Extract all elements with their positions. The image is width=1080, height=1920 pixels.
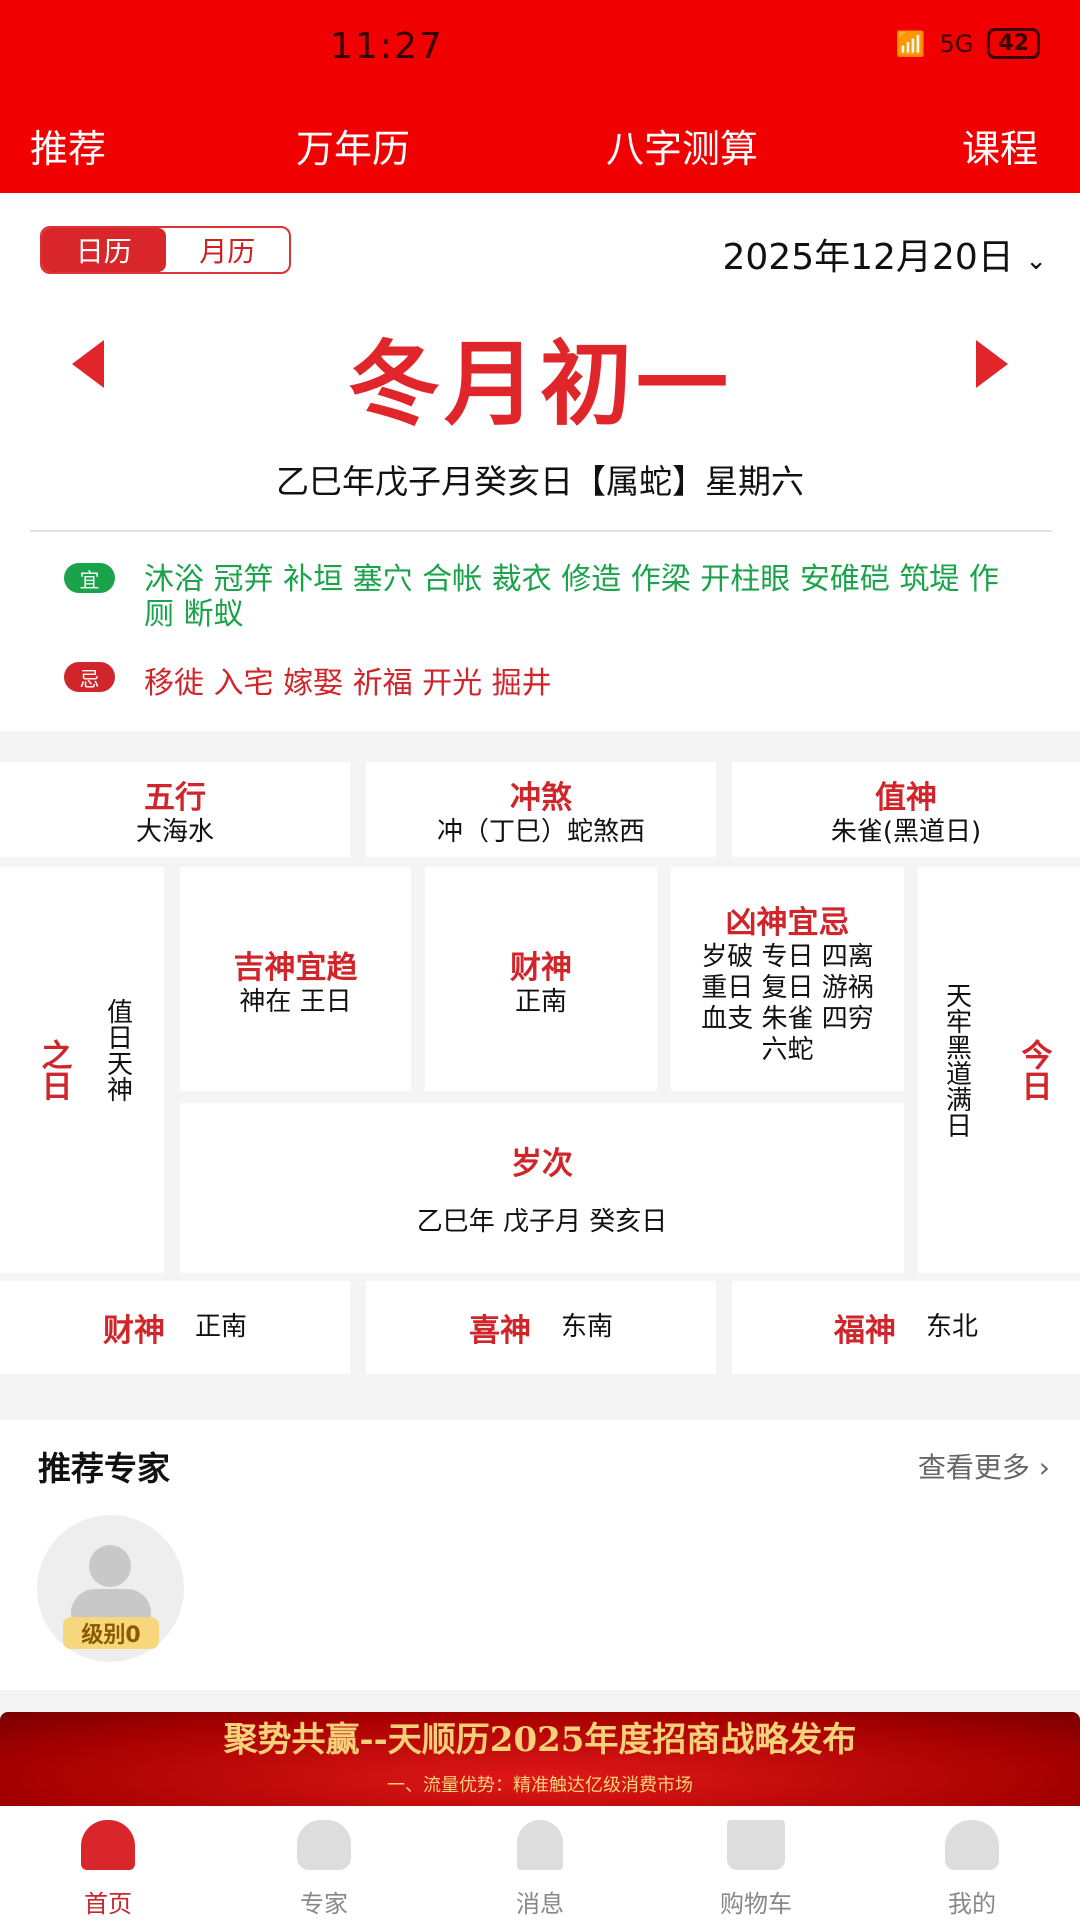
home-icon [81,1820,135,1870]
zhiri-box: 之日值日天神 [0,867,164,1273]
header [0,0,1080,193]
zhiri-title: 之日 [35,1039,72,1101]
wuxing-value: 大海水 [135,816,214,847]
wuxing-box: 五行大海水 [0,762,350,857]
suici-title: 岁次 [511,1146,573,1182]
nav-experts[interactable]: 专家 [216,1806,432,1920]
user-icon [945,1820,999,1870]
cart-icon [727,1820,785,1870]
xiongshen-line: 重日 复日 游祸 [701,973,874,1003]
level-badge: 级别0 [63,1617,159,1649]
see-more-label: 查看更多 [917,1451,1030,1484]
month-calendar-button[interactable]: 月历 [199,235,256,268]
caishen-row-box: 财神正南 [0,1281,350,1374]
battery-icon: 42 [987,28,1040,59]
prev-day-icon[interactable] [72,340,104,388]
xiongshen-line: 岁破 专日 四离 [701,942,874,972]
tab-courses[interactable]: 课程 [962,127,1039,171]
yi-badge: 宜 [64,563,115,593]
nav-label: 首页 [84,1890,132,1918]
caishen-row-title: 财神 [102,1313,165,1349]
promo-banner[interactable]: 聚势共赢--天顺历2025年度招商战略发布 一、流量优势：精准触达亿级消费市场 [0,1712,1080,1822]
signal-icon: 5G [939,29,974,58]
jinri-title: 今日 [1015,1039,1052,1101]
fushen-box: 福神东北 [732,1281,1080,1374]
jishen-value: 神在 王日 [239,987,352,1017]
caishen-row-value: 正南 [194,1312,247,1342]
ji-text: 移徙 入宅 嫁娶 祈福 开光 掘井 [144,666,552,701]
xishen-title: 喜神 [468,1313,531,1349]
nav-label: 消息 [516,1890,564,1918]
chongsha-box: 冲煞冲（丁巳）蛇煞西 [366,762,716,857]
calendar-toggle: 日历 月历 [40,226,291,274]
user-icon [89,1545,131,1587]
nav-cart[interactable]: 购物车 [648,1806,864,1920]
xishen-box: 喜神东南 [366,1281,716,1374]
experts-section: 推荐专家 查看更多 › 级别0 [0,1420,1080,1690]
chongsha-title: 冲煞 [510,779,572,816]
bell-icon [517,1820,563,1870]
xiongshen-line: 六蛇 [761,1035,814,1065]
xiongshen-box: 凶神宜忌 岁破 专日 四离 重日 复日 游祸 血支 朱雀 四穷 六蛇 [671,867,904,1091]
tab-calendar[interactable]: 万年历 [296,127,411,171]
tab-bazi[interactable]: 八字测算 [606,127,759,171]
bottom-nav: 首页 专家 消息 购物车 我的 [0,1806,1080,1920]
caishen-value: 正南 [514,987,567,1017]
nav-label: 我的 [948,1890,996,1918]
day-calendar-button[interactable]: 日历 [42,228,166,272]
date-value: 2025年12月20日 [722,237,1014,278]
nav-messages[interactable]: 消息 [432,1806,648,1920]
experts-title: 推荐专家 [38,1449,170,1488]
next-day-icon[interactable] [976,340,1008,388]
tab-recommend[interactable]: 推荐 [30,127,107,171]
jinri-box: 天牢黑道满日 今日 [918,867,1080,1273]
chongsha-value: 冲（丁巳）蛇煞西 [436,816,645,847]
nav-home[interactable]: 首页 [0,1806,216,1920]
lunar-date: 冬月初一 [347,331,732,438]
ji-badge: 忌 [64,662,115,692]
zhishen-title: 值神 [875,779,937,816]
calendar-panel [0,193,1080,731]
wifi-icon: 📶 [895,29,926,58]
ganzhi-line: 乙巳年戊子月癸亥日【属蛇】星期六 [276,462,804,501]
jishen-title: 吉神宜趋 [233,950,358,986]
wuxing-title: 五行 [144,779,206,816]
caishen-box: 财神正南 [425,867,657,1091]
xiongshen-title: 凶神宜忌 [725,905,850,941]
divider [30,530,1052,532]
date-picker[interactable]: 2025年12月20日 ⌄ [723,228,1048,280]
banner-subtitle: 一、流量优势：精准触达亿级消费市场 [387,1775,693,1796]
status-icons: 📶 5G 42 [896,28,1040,59]
chevron-right-icon: › [1038,1451,1050,1484]
zhishen-value: 朱雀(黑道日) [830,816,982,847]
fushen-value: 东北 [925,1312,978,1342]
suici-value: 乙巳年 戊子月 癸亥日 [416,1207,668,1237]
suici-box: 岁次乙巳年 戊子月 癸亥日 [180,1103,904,1273]
yi-text: 沐浴 冠笄 补垣 塞穴 合帐 裁衣 修造 作梁 开柱眼 安碓硙 筑堤 作厕 断蚁 [144,562,999,632]
caishen-title: 财神 [510,950,572,986]
nav-label: 专家 [300,1890,348,1918]
xiongshen-line: 血支 朱雀 四穷 [701,1004,874,1034]
zhiri-value: 值日天神 [102,998,133,1102]
nav-label: 购物车 [720,1890,792,1918]
nav-me[interactable]: 我的 [864,1806,1080,1920]
zhishen-box: 值神朱雀(黑道日) [732,762,1080,857]
banner-title: 聚势共赢--天顺历2025年度招商战略发布 [223,1720,857,1760]
status-time: 11:27 [330,26,444,67]
expert-icon [297,1820,351,1870]
xishen-value: 东南 [560,1312,613,1342]
jinri-value: 天牢黑道满日 [941,982,972,1138]
jishen-box: 吉神宜趋神在 王日 [180,867,411,1091]
chevron-down-icon: ⌄ [1025,246,1047,276]
fushen-title: 福神 [833,1313,896,1349]
see-more-link[interactable]: 查看更多 › [918,1446,1050,1486]
